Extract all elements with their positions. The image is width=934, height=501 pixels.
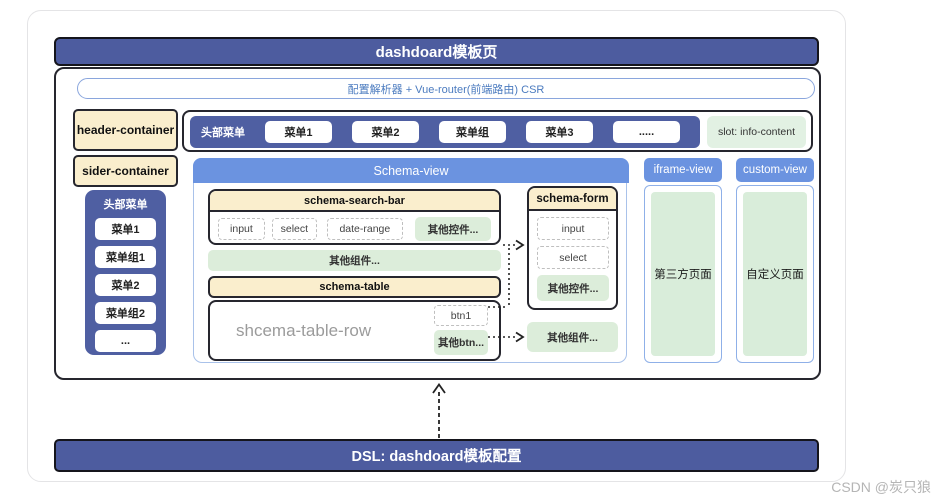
schema-search-bar-title: schema-search-bar xyxy=(210,191,499,212)
template-page-container: 配置解析器 + Vue-router(前端路由) CSR header-cont… xyxy=(54,67,821,380)
input-control: input xyxy=(218,218,265,240)
schema-search-bar-group: schema-search-bar input select date-rang… xyxy=(208,189,501,245)
form-select-control: select xyxy=(537,246,609,269)
header-menu-item-more: ..... xyxy=(613,121,680,143)
other-components-bar: 其他组件... xyxy=(208,250,501,271)
dsl-config-bar: DSL: dashdoard模板配置 xyxy=(54,439,819,472)
date-range-control: date-range xyxy=(326,218,403,240)
sider-menu-title: 头部菜单 xyxy=(103,199,148,211)
sider-menu-item-3: 菜单2 xyxy=(95,274,156,296)
third-party-page: 第三方页面 xyxy=(651,192,715,356)
info-content-slot: slot: info-content xyxy=(707,116,806,148)
sider-menu-panel: 头部菜单 菜单1 菜单组1 菜单2 菜单组2 ... xyxy=(85,190,166,355)
watermark: CSDN @炭只狼 xyxy=(831,479,931,495)
custom-view-title: custom-view xyxy=(736,158,814,182)
schema-view-title: Schema-view xyxy=(193,158,629,183)
schema-table-row-label: shcema-table-row xyxy=(236,320,372,340)
form-other-controls-chip: 其他控件... xyxy=(537,275,609,301)
custom-view-body: 自定义页面 xyxy=(736,185,814,363)
schema-form-group: schema-form input select 其他控件... xyxy=(527,186,618,310)
header-menu-item-4: 菜单3 xyxy=(526,121,593,143)
schema-table-body: shcema-table-row btn1 其他btn... xyxy=(208,300,501,361)
schema-view-panel: Schema-view schema-search-bar input sele… xyxy=(193,158,629,363)
btn1-chip: btn1 xyxy=(434,305,488,326)
other-controls-chip: 其他控件... xyxy=(414,217,491,241)
other-btn-chip: 其他btn... xyxy=(434,330,488,355)
router-parser-pill: 配置解析器 + Vue-router(前端路由) CSR xyxy=(77,78,815,99)
search-controls-row: input select date-range 其他控件... xyxy=(210,212,499,241)
sider-menu-item-1: 菜单1 xyxy=(95,218,156,240)
header-frame: 头部菜单 菜单1 菜单2 菜单组 菜单3 ..... slot: info-co… xyxy=(182,110,813,152)
sider-container-label: sider-container xyxy=(73,155,178,187)
header-container-label: header-container xyxy=(73,109,178,151)
schema-table-title: schema-table xyxy=(208,276,501,298)
custom-view-column: custom-view 自定义页面 xyxy=(736,158,814,363)
header-menu-title: 头部菜单 xyxy=(201,127,245,139)
outer-card: dashdoard模板页 配置解析器 + Vue-router(前端路由) CS… xyxy=(27,10,846,482)
form-input-control: input xyxy=(537,217,609,240)
schema-form-title: schema-form xyxy=(529,188,616,211)
sider-menu-item-2: 菜单组1 xyxy=(95,246,156,268)
other-components-box: 其他组件... xyxy=(527,322,618,352)
iframe-view-title: iframe-view xyxy=(644,158,722,182)
iframe-view-column: iframe-view 第三方页面 xyxy=(644,158,722,363)
header-menubar: 头部菜单 菜单1 菜单2 菜单组 菜单3 ..... xyxy=(190,116,700,148)
header-menu-item-2: 菜单2 xyxy=(352,121,419,143)
dsl-to-page-arrow xyxy=(432,383,446,445)
header-menu-item-3: 菜单组 xyxy=(439,121,506,143)
custom-page: 自定义页面 xyxy=(743,192,807,356)
sider-menu-item-more: ... xyxy=(95,330,156,352)
sider-menu-item-4: 菜单组2 xyxy=(95,302,156,324)
select-control: select xyxy=(271,218,317,240)
page-title: dashdoard模板页 xyxy=(54,37,819,66)
iframe-view-body: 第三方页面 xyxy=(644,185,722,363)
header-menu-item-1: 菜单1 xyxy=(265,121,332,143)
